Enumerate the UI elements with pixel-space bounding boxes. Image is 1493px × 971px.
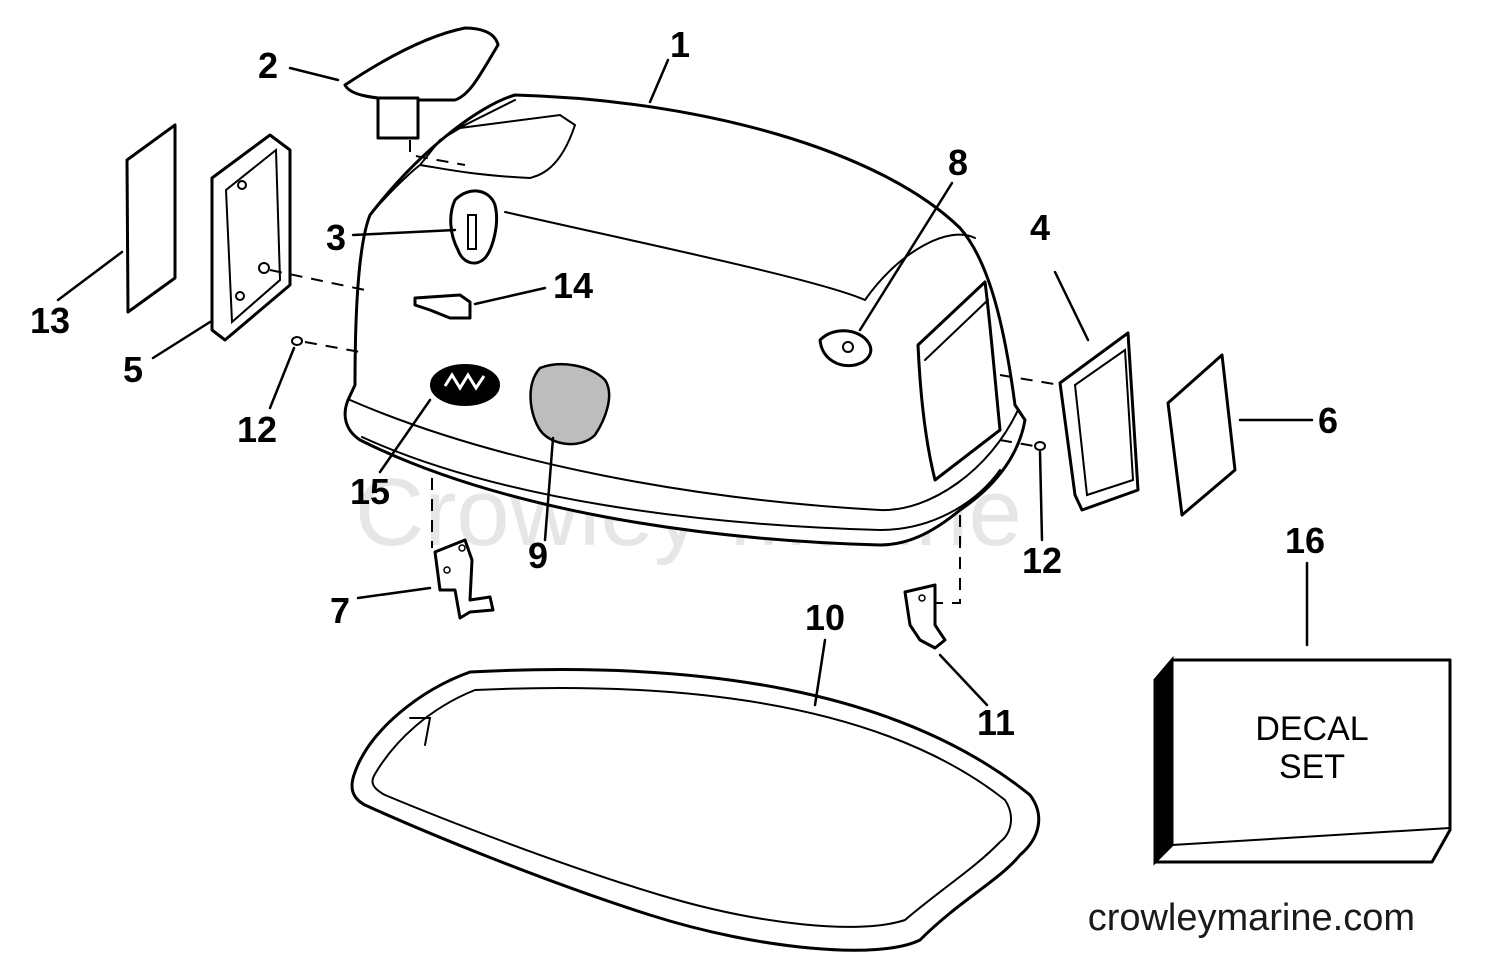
part-side-panel[interactable] <box>125 123 177 314</box>
callout-10: 10 <box>805 597 845 638</box>
callout-5: 5 <box>123 349 143 390</box>
callout-12-left: 12 <box>237 409 277 450</box>
callout-11: 11 <box>977 702 1015 743</box>
part-bracket-left[interactable] <box>431 478 495 620</box>
part-top-plate[interactable] <box>343 26 500 166</box>
callout-16: 16 <box>1285 520 1325 561</box>
callout-4: 4 <box>1030 207 1050 248</box>
callout-8: 8 <box>948 142 968 183</box>
callout-3: 3 <box>326 217 346 258</box>
callout-labels: 1 2 3 4 5 6 7 8 9 10 11 12 12 13 14 15 1… <box>30 24 1338 743</box>
part-side-frame[interactable] <box>210 133 366 342</box>
callout-15: 15 <box>350 471 390 512</box>
part-seal-ring[interactable] <box>350 668 1041 952</box>
footer-url[interactable]: crowleymarine.com <box>1088 897 1415 939</box>
foam-pad-icon <box>529 362 611 446</box>
decal-label-line1: DECAL <box>1255 710 1368 748</box>
callout-6: 6 <box>1318 400 1338 441</box>
part-screw-left[interactable] <box>291 336 361 353</box>
part-screw-right[interactable] <box>999 439 1046 451</box>
part-bracket-right[interactable] <box>903 515 961 650</box>
logo-emblem-icon <box>430 364 500 406</box>
callout-7: 7 <box>330 590 350 631</box>
callout-14: 14 <box>553 265 593 306</box>
callout-13: 13 <box>30 300 70 341</box>
decal-label-line2: SET <box>1279 748 1345 786</box>
callout-1: 1 <box>670 24 690 65</box>
part-engine-cover[interactable] <box>343 93 1027 547</box>
callout-9: 9 <box>528 535 548 576</box>
decal-set-box[interactable]: DECAL SET <box>1153 655 1452 866</box>
leader-lines <box>56 58 1314 707</box>
callout-12-right: 12 <box>1022 540 1062 581</box>
part-side-frame-right[interactable] <box>999 331 1140 512</box>
callout-2: 2 <box>258 45 278 86</box>
part-side-panel-right[interactable] <box>1166 353 1237 517</box>
